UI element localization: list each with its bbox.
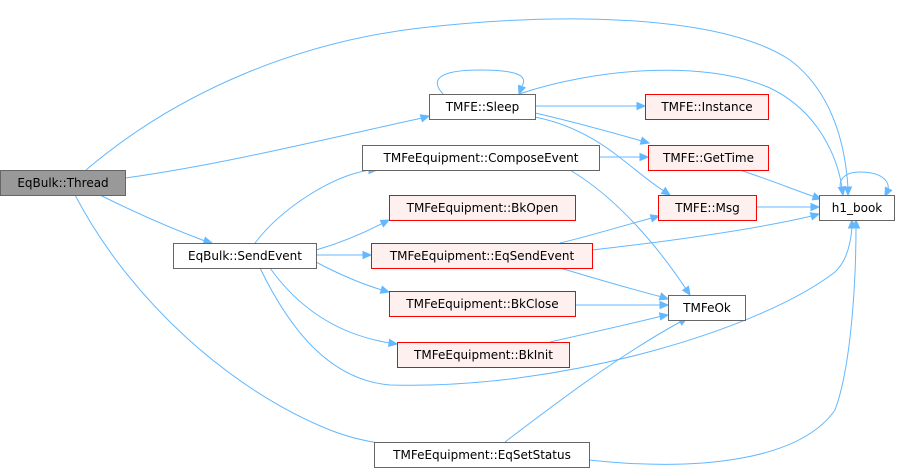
node-label-sleep: TMFE::Sleep	[445, 100, 520, 114]
edge-sleep-to-msg	[534, 116, 665, 192]
node-box-eqsetstatus[interactable]	[374, 442, 590, 468]
call-edges	[74, 18, 893, 465]
edge-thread-to-sleep	[124, 117, 423, 179]
node-bkinit[interactable]: TMFeEquipment::BkInit	[397, 342, 570, 368]
edge-eqsetstatus-to-h1book	[588, 226, 857, 465]
arrowhead-thread-to-h1book	[843, 186, 853, 197]
node-label-tmfeok: TMFeOk	[682, 301, 731, 315]
node-compose[interactable]: TMFeEquipment::ComposeEvent	[362, 145, 600, 171]
edge-compose-to-tmfeok	[569, 169, 687, 290]
arrowhead-sleep-to-msg	[660, 186, 672, 196]
arrowhead-sendevent-to-bkinit	[387, 338, 399, 347]
node-box-thread[interactable]	[0, 170, 126, 196]
edge-eqsetstatus-to-tmfeok	[504, 321, 681, 443]
node-box-h1book[interactable]	[819, 195, 895, 221]
node-instance[interactable]: TMFE::Instance	[645, 94, 769, 120]
edge-thread-to-sendevent	[99, 194, 206, 242]
node-sleep[interactable]: TMFE::Sleep	[429, 94, 536, 120]
node-box-sendevent[interactable]	[173, 243, 317, 269]
arrowhead-sendevent-to-eqsendevent	[362, 250, 373, 260]
arrowhead-thread-to-sleep	[419, 114, 431, 123]
edge-sendevent-to-bkclose	[315, 261, 383, 291]
arrowhead-msg-to-h1book	[810, 202, 821, 212]
node-label-gettime: TMFE::GetTime	[662, 151, 754, 165]
node-label-sendevent: EqBulk::SendEvent	[188, 249, 302, 263]
node-box-bkopen[interactable]	[389, 195, 576, 221]
node-box-compose[interactable]	[362, 145, 600, 171]
node-h1book[interactable]: h1_book	[819, 195, 895, 221]
node-sendevent[interactable]: EqBulk::SendEvent	[173, 243, 317, 269]
node-box-sleep[interactable]	[429, 94, 536, 120]
node-bkclose[interactable]: TMFeEquipment::BkClose	[389, 291, 576, 317]
node-box-eqsendevent[interactable]	[371, 243, 593, 269]
arrowhead-eqsendevent-to-h1book	[809, 212, 821, 221]
node-box-msg[interactable]	[658, 195, 757, 221]
node-label-bkinit: TMFeEquipment::BkInit	[413, 348, 553, 362]
edge-sendevent-to-bkinit	[269, 267, 391, 344]
node-box-gettime[interactable]	[648, 145, 769, 171]
edge-sendevent-to-bkopen	[315, 222, 384, 251]
node-box-tmfeok[interactable]	[668, 295, 746, 321]
arrowhead-bkinit-to-tmfeok	[658, 312, 670, 321]
arrowhead-h1book-to-self	[884, 186, 893, 198]
node-label-instance: TMFE::Instance	[660, 100, 752, 114]
node-box-bkinit[interactable]	[397, 342, 570, 368]
node-tmfeok[interactable]: TMFeOk	[668, 295, 746, 321]
node-label-eqsendevent: TMFeEquipment::EqSendEvent	[389, 249, 575, 263]
node-label-h1book: h1_book	[832, 201, 883, 215]
node-eqsendevent[interactable]: TMFeEquipment::EqSendEvent	[371, 243, 593, 269]
edge-sleep-to-h1book	[518, 69, 843, 189]
arrowhead-eqsetstatus-to-h1book	[851, 218, 861, 229]
arrowhead-sendevent-to-bkclose	[379, 285, 391, 294]
node-msg[interactable]: TMFE::Msg	[658, 195, 757, 221]
node-gettime[interactable]: TMFE::GetTime	[648, 145, 769, 171]
node-label-thread: EqBulk::Thread	[17, 176, 108, 190]
arrowhead-bkclose-to-tmfeok	[659, 300, 670, 310]
edge-eqsendevent-to-h1book	[591, 215, 813, 251]
node-label-compose: TMFeEquipment::ComposeEvent	[383, 151, 579, 165]
node-thread[interactable]: EqBulk::Thread	[0, 170, 126, 196]
node-box-bkclose[interactable]	[389, 291, 576, 317]
arrowhead-compose-to-gettime	[639, 152, 650, 162]
node-label-msg: TMFE::Msg	[674, 201, 739, 215]
arrowhead-eqsendevent-to-msg	[649, 214, 661, 223]
edge-sleep-to-gettime	[534, 112, 643, 142]
arrowhead-sendevent-to-bkopen	[379, 219, 391, 228]
edge-sendevent-to-h1book	[259, 226, 853, 386]
node-label-bkclose: TMFeEquipment::BkClose	[405, 297, 558, 311]
edge-h1book-to-self	[839, 171, 889, 196]
call-nodes: EqBulk::Thread TMFE::Sleep TMFE::InstanceT…	[0, 94, 895, 468]
edge-thread-to-eqsetstatus	[74, 194, 404, 447]
node-box-instance[interactable]	[645, 94, 769, 120]
edge-eqsendevent-to-tmfeok	[559, 267, 663, 298]
edge-eqsendevent-to-msg	[559, 217, 653, 244]
edge-sleep-to-self	[436, 69, 524, 95]
node-label-eqsetstatus: TMFeEquipment::EqSetStatus	[392, 448, 571, 462]
arrowhead-gettime-to-h1book	[811, 192, 823, 201]
node-label-bkopen: TMFeEquipment::BkOpen	[406, 201, 559, 215]
edge-thread-to-h1book	[85, 18, 849, 189]
edge-bkinit-to-tmfeok	[549, 315, 663, 343]
arrowhead-eqsendevent-to-tmfeok	[658, 292, 670, 301]
arrowhead-sleep-to-self	[517, 84, 526, 96]
arrowhead-compose-to-tmfeok	[681, 285, 691, 297]
arrowhead-sleep-to-instance	[636, 101, 647, 111]
edge-sendevent-to-compose	[254, 169, 371, 244]
edge-gettime-to-h1book	[739, 169, 816, 198]
arrowhead-sleep-to-gettime	[639, 136, 651, 145]
node-bkopen[interactable]: TMFeEquipment::BkOpen	[389, 195, 576, 221]
node-eqsetstatus[interactable]: TMFeEquipment::EqSetStatus	[374, 442, 590, 468]
